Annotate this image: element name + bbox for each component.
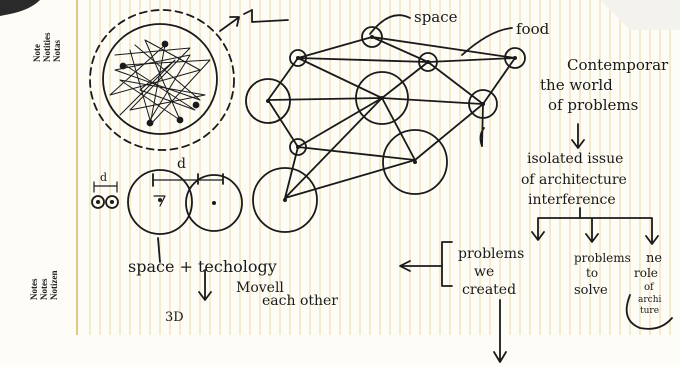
margin-label-bottom-1: Notes [29,278,39,300]
space-label: space [414,8,458,26]
d-mid-label: d [177,156,186,172]
space-tech-line-3: each other [262,293,338,309]
isolated-line-1: isolated issue [527,151,623,167]
d-small-label: d [100,171,107,184]
role-line-3: of [644,282,655,293]
role-line-5: ture [640,306,659,316]
isolated-line-3: interference [528,192,616,208]
contemp-line-3: of problems [548,96,638,114]
role-line-2: role [634,266,658,280]
paper-bottom [0,335,680,367]
role-line-4: archi [638,295,662,305]
three-d-label: 3D [165,310,184,325]
role-line-1: ne [646,251,662,266]
margin-label-bottom-3: Notizen [49,271,59,301]
food-label: food [516,20,550,38]
problems-we-line-2: we [474,264,494,280]
space-tech-line-1: space + techology [128,257,277,276]
margin-label-top-2: Notities [42,32,52,62]
problems-solve-line-1: problems [574,251,631,265]
margin-label-top-1: Note [32,44,42,62]
margin-label-top-3: Notas [52,40,62,62]
contemp-line-2: the world [540,76,613,94]
problems-we-line-3: created [462,282,516,298]
margin-label-bottom-2: Notes [39,278,49,300]
contemp-line-1: Contemporar [567,56,669,74]
problems-we-line-1: problems [458,246,524,262]
problems-solve-line-2: to [586,266,598,280]
problems-solve-line-3: solve [574,283,608,298]
isolated-line-2: of architecture [521,172,627,188]
